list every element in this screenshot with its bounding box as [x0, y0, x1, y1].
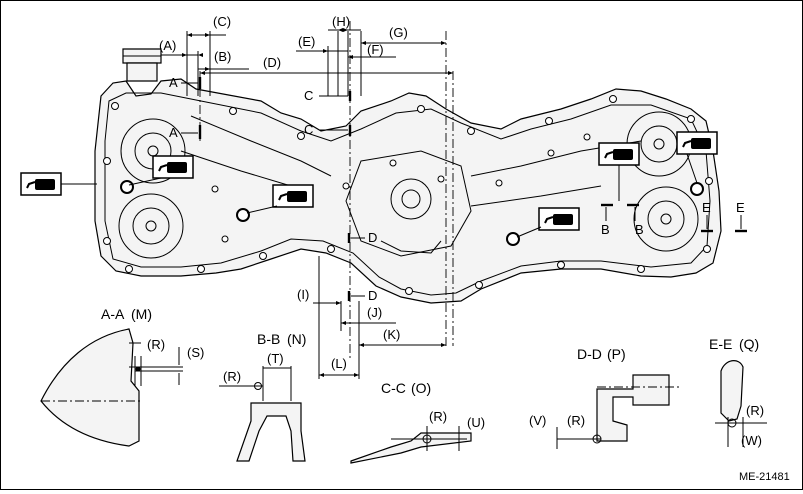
sealant-applicator-icon — [676, 131, 718, 155]
crank-pulley — [390, 178, 432, 220]
sealant-applicator-icon — [272, 184, 314, 208]
sealant-applicator-icon — [538, 207, 580, 231]
figure-code: ME-21481 — [739, 471, 790, 483]
dim-label-i: (I) — [297, 287, 309, 302]
top-dimensions — [161, 21, 454, 361]
cut-marker-a-bottom: A — [169, 125, 178, 140]
section-dd-dim-v: (V) — [529, 413, 546, 428]
section-bb-dim-r: (R) — [223, 369, 241, 384]
cut-marker-b-right: B — [635, 222, 644, 237]
sealant-points — [120, 180, 704, 246]
left-lower-sprocket — [118, 193, 184, 259]
dim-label-f: (F) — [367, 42, 384, 57]
cut-marker-d-top: D — [368, 230, 377, 245]
cut-marker-d-bottom: D — [368, 288, 377, 303]
sealant-applicator-icon — [20, 172, 62, 196]
dim-label-g: (G) — [389, 25, 408, 40]
section-ee: E-E (Q) (R) (W) — [709, 336, 767, 448]
section-ee-dim-r: (R) — [746, 403, 764, 418]
section-aa-dim-s: (S) — [187, 345, 204, 360]
dim-label-k: (K) — [383, 327, 400, 342]
dim-label-d: (D) — [263, 55, 281, 70]
section-cc: C-C (O) (R) (U) — [350, 380, 485, 464]
section-dd: D-D (P) (V) (R) — [529, 346, 681, 449]
perimeter-bolts — [103, 95, 713, 295]
section-dd-ref: (P) — [607, 346, 626, 362]
dim-label-b: (B) — [214, 49, 231, 64]
section-dd-title: D-D — [577, 346, 602, 362]
dim-label-j: (J) — [367, 305, 382, 320]
section-cc-title: C-C — [381, 380, 406, 396]
dim-label-c: (C) — [213, 14, 231, 29]
section-ee-ref: (Q) — [739, 336, 759, 352]
cut-marker-e-left: E — [702, 200, 711, 215]
section-aa-title: A-A — [101, 306, 125, 322]
section-ee-dim-w: (W) — [741, 433, 762, 448]
cut-marker-e-right: E — [736, 200, 745, 215]
section-aa: A-A (M) (R) (S) — [40, 306, 204, 447]
cut-marker-b-left: B — [601, 222, 610, 237]
sealant-applicator-icon — [598, 142, 640, 166]
sealant-applicator-icon — [152, 155, 194, 179]
cut-marker-c-bottom: C — [304, 122, 313, 137]
dim-label-l: (L) — [331, 356, 347, 371]
section-bb: B-B (N) (T) (R) — [219, 331, 306, 462]
section-bb-ref: (N) — [287, 331, 306, 347]
section-aa-ref: (M) — [131, 306, 152, 322]
section-dd-dim-r: (R) — [567, 413, 585, 428]
right-lower-sprocket — [633, 186, 699, 252]
dim-label-e: (E) — [298, 34, 315, 49]
section-bb-dim-t: (T) — [267, 351, 284, 366]
cut-markers: A A C C D D B B E E — [169, 75, 747, 303]
section-cc-ref: (O) — [411, 380, 431, 396]
dim-label-a: (A) — [159, 38, 176, 53]
lower-dimensions: (I) (J) (K) (L) — [297, 256, 446, 379]
top-dimension-labels: (C) (A) (B) (D) (H) (E) (F) (G) — [159, 14, 408, 70]
dim-label-h: (H) — [332, 14, 350, 29]
section-bb-title: B-B — [257, 331, 280, 347]
section-aa-dim-r: (R) — [147, 337, 165, 352]
section-ee-title: E-E — [709, 336, 732, 352]
section-cc-dim-u: (U) — [467, 415, 485, 430]
section-cc-dim-r: (R) — [429, 409, 447, 424]
cut-marker-c-top: C — [304, 88, 313, 103]
cut-marker-a-top: A — [169, 75, 178, 90]
oil-filler-neck — [122, 48, 162, 82]
